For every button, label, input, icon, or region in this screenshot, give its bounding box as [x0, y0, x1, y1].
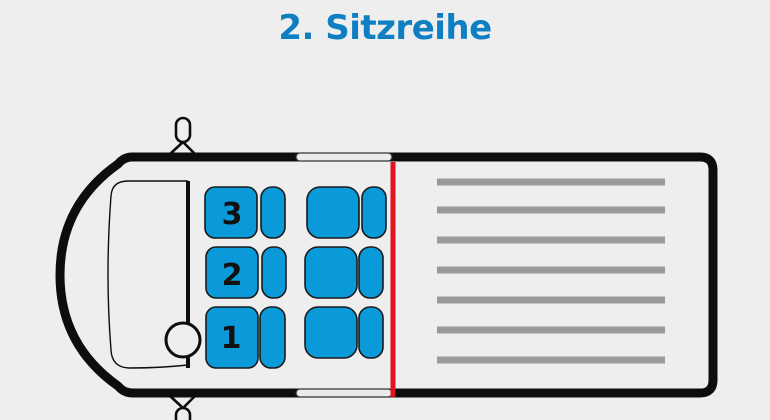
side-mirror-top-icon: [169, 116, 196, 155]
seat-3[interactable]: [204, 186, 286, 239]
steering-wheel-icon: [164, 321, 202, 359]
seat-1[interactable]: [205, 306, 286, 369]
dashboard-outline: [107, 180, 189, 369]
seat-2[interactable]: [205, 246, 287, 299]
side-mirror-bottom-icon: [169, 395, 196, 420]
second-row-seats: [304, 186, 387, 359]
second-row-seat-middle[interactable]: [304, 246, 384, 299]
seat-number-3: 3: [222, 197, 243, 232]
sliding-door-top: [295, 152, 393, 162]
sliding-door-bottom: [295, 388, 393, 398]
seat-number-1: 1: [221, 321, 242, 356]
seat-number-2: 2: [222, 258, 243, 293]
second-row-seat-right[interactable]: [304, 306, 384, 359]
front-row-seats: [204, 186, 287, 369]
cargo-area-lines: [437, 178, 665, 364]
page-title: 2. Sitzreihe: [278, 8, 492, 48]
van-body-outline: [55, 152, 718, 398]
second-row-seat-left[interactable]: [306, 186, 387, 239]
